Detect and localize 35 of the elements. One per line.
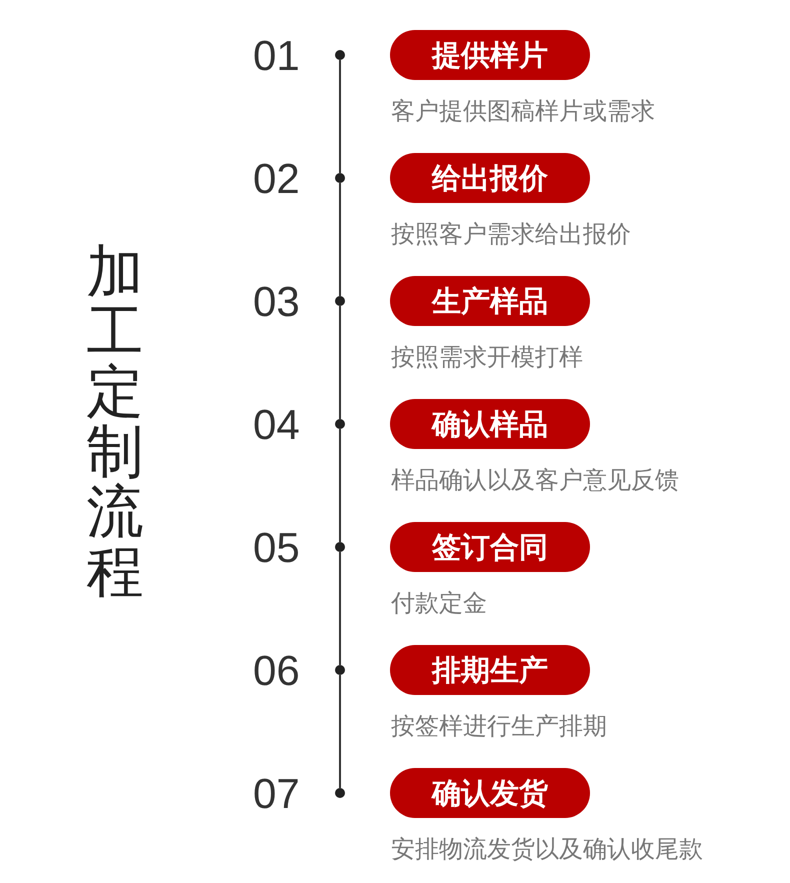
step-number: 06 — [253, 646, 300, 694]
step-description: 付款定金 — [391, 588, 487, 618]
step-number: 01 — [253, 32, 300, 80]
step-pill: 生产样品 — [390, 276, 590, 326]
step-number: 04 — [253, 400, 300, 448]
timeline-dot — [335, 50, 345, 60]
timeline-dot — [335, 542, 345, 552]
step-pill: 提供样片 — [390, 30, 590, 80]
timeline-line — [339, 675, 341, 788]
step-description: 客户提供图稿样片或需求 — [391, 96, 655, 126]
timeline-dot — [335, 419, 345, 429]
step-description: 安排物流发货以及确认收尾款 — [391, 834, 703, 864]
timeline-dot — [335, 665, 345, 675]
vertical-title: 加工定制流程 — [86, 242, 144, 602]
timeline-dot — [335, 296, 345, 306]
step-description: 按签样进行生产排期 — [391, 711, 607, 741]
step-pill: 排期生产 — [390, 645, 590, 695]
timeline-dot — [335, 173, 345, 183]
step-number: 05 — [253, 524, 300, 572]
step-pill: 确认发货 — [390, 768, 590, 818]
timeline-line — [339, 429, 341, 542]
step-pill: 给出报价 — [390, 153, 590, 203]
timeline-line — [339, 552, 341, 665]
step-number: 02 — [253, 154, 300, 202]
step-description: 样品确认以及客户意见反馈 — [391, 465, 679, 495]
step-number: 07 — [253, 770, 300, 818]
timeline-line — [339, 60, 341, 173]
step-description: 按照需求开模打样 — [391, 342, 583, 372]
step-pill: 签订合同 — [390, 522, 590, 572]
timeline-line — [339, 306, 341, 419]
timeline-line — [339, 183, 341, 296]
step-description: 按照客户需求给出报价 — [391, 219, 631, 249]
step-number: 03 — [253, 278, 300, 326]
timeline-dot — [335, 788, 345, 798]
step-pill: 确认样品 — [390, 399, 590, 449]
